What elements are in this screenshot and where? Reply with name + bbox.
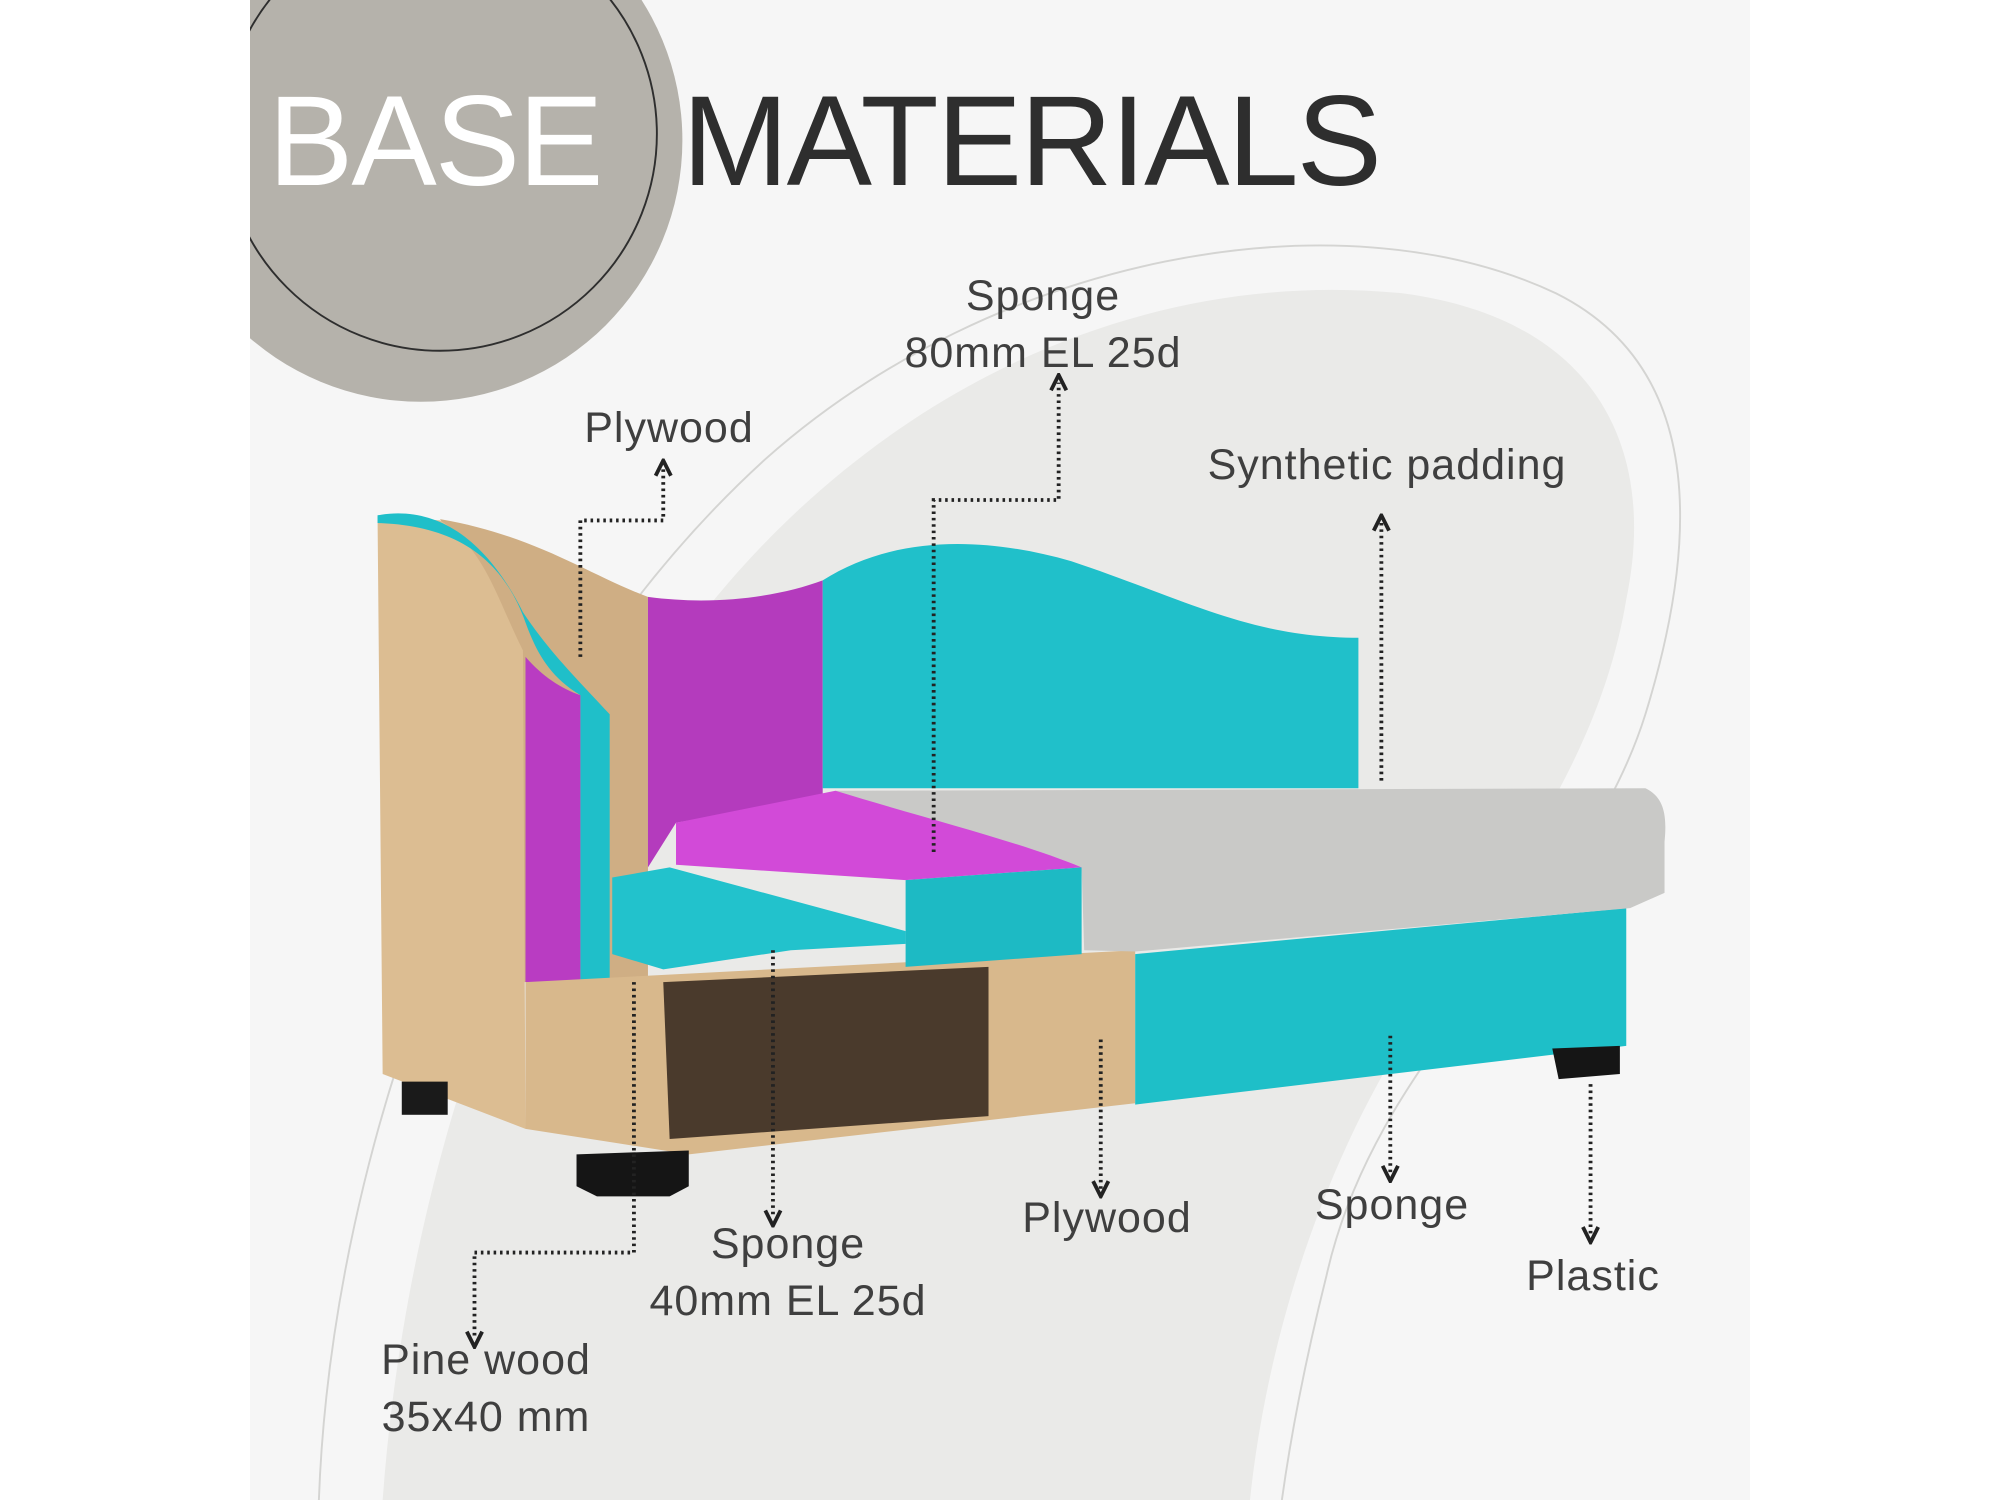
title-materials: MATERIALS — [682, 70, 1382, 213]
label-line: 35x40 mm — [381, 1392, 591, 1441]
backrest-sponge — [822, 543, 1359, 789]
front-sponge — [1135, 908, 1627, 1105]
armrest-sponge-strip — [377, 513, 610, 983]
label-sponge-back: Sponge 80mm EL 25d — [904, 268, 1181, 382]
armrest-magenta-layer — [525, 656, 581, 983]
label-pine-wood: Pine wood 35x40 mm — [381, 1332, 591, 1446]
label-line: 40mm EL 25d — [649, 1276, 927, 1325]
label-line: Sponge — [965, 272, 1121, 320]
label-synthetic-padding: Synthetic padding — [1207, 441, 1567, 489]
seat-sponge-front — [905, 867, 1082, 967]
synthetic-padding — [835, 788, 1666, 952]
title-badge-outline — [250, 0, 658, 352]
back-magenta-layer — [647, 580, 823, 868]
label-line: 80mm EL 25d — [904, 328, 1182, 377]
title-base: BASE — [268, 70, 603, 213]
seat-sponge-magenta — [676, 790, 1082, 881]
label-plastic: Plastic — [1526, 1252, 1660, 1300]
label-sponge-front: Sponge — [1314, 1181, 1470, 1229]
leg-right — [1552, 1045, 1620, 1080]
label-sponge-seat: Sponge 40mm EL 25d — [649, 1216, 926, 1330]
label-plywood-base: Plywood — [1022, 1194, 1192, 1242]
arrow-pine-wood — [474, 982, 636, 1339]
title-badge-circle — [250, 0, 683, 402]
label-line: Pine wood — [381, 1336, 591, 1384]
seat-sponge-lower — [612, 867, 906, 970]
arrow-sponge-back — [931, 383, 1059, 853]
sofa-cutaway — [377, 513, 1666, 1197]
label-line: Sponge — [710, 1220, 866, 1268]
leg-left-back — [401, 1081, 448, 1115]
label-plywood-arm: Plywood — [584, 404, 754, 452]
base-interior — [663, 966, 989, 1140]
armrest-side-panel — [377, 516, 526, 1129]
